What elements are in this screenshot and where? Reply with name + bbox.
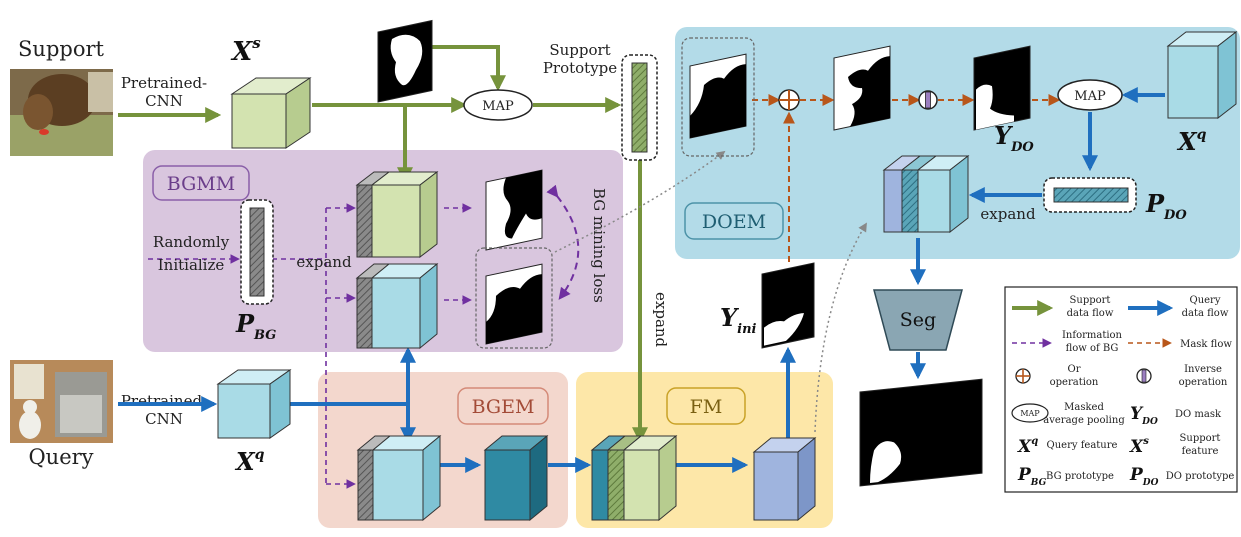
bgem-label-box xyxy=(457,387,549,425)
bgmm-label: BGMM xyxy=(167,173,235,195)
pretrained-cnn-support-line1: Pretrained- xyxy=(121,74,207,92)
expand-label-vertical: expand xyxy=(652,292,670,348)
legend-map-line1: Masked xyxy=(1064,402,1104,413)
pdo-label: PDO xyxy=(1145,189,1187,223)
legend-xs-symbol: Xs xyxy=(1129,436,1149,457)
bgmm-support-cube xyxy=(355,170,439,259)
bgem-label: BGEM xyxy=(472,396,535,418)
doem-label-box xyxy=(684,202,784,240)
legend-map-line2: average pooling xyxy=(1043,415,1125,426)
do-prototype xyxy=(1043,177,1137,213)
do-mask-image xyxy=(973,45,1031,131)
legend-query-flow-line2: data flow xyxy=(1182,308,1229,319)
bgmm-label-box xyxy=(152,165,250,201)
support-label: Support xyxy=(18,37,104,61)
initial-query-mask xyxy=(761,262,815,349)
fm-label: FM xyxy=(690,396,723,418)
bg-mask-2-group xyxy=(475,247,553,349)
legend-pbg-symbol: PBG xyxy=(1017,465,1047,488)
map-operation-doem xyxy=(1057,79,1123,111)
legend-xq-symbol: Xq xyxy=(1017,436,1038,457)
legend-mask-flow-label: Mask flow xyxy=(1180,339,1232,350)
legend-support-flow-line2: data flow xyxy=(1067,308,1114,319)
xq-label-doem: Xq xyxy=(1176,127,1207,156)
map-label-support: MAP xyxy=(482,99,514,114)
legend-query-flow-line1: Query xyxy=(1190,295,1221,306)
bg-prototype xyxy=(240,199,274,305)
expand-label-doem: expand xyxy=(980,205,1036,223)
inverse-operation-icon xyxy=(918,90,938,110)
legend-support-feature-line1: Support xyxy=(1180,433,1221,444)
pbg-label: PBG xyxy=(235,309,276,343)
legend-ydo-symbol: YDO xyxy=(1130,404,1158,427)
seg-label: Seg xyxy=(900,309,936,331)
randomly-initialize-line2: Initialize xyxy=(158,256,225,274)
support-prototype xyxy=(621,54,658,161)
mask-to-map-arrow xyxy=(432,45,506,92)
final-segmentation-output xyxy=(859,378,983,487)
legend-do-prototype-label: DO prototype xyxy=(1166,471,1235,482)
pretrained-cnn-query-line1: Pretrained- xyxy=(121,392,207,410)
bgmm-query-cube xyxy=(355,262,439,350)
legend-or-line2: operation xyxy=(1050,377,1099,388)
legend-map-icon-label: MAP xyxy=(1020,409,1040,418)
randomly-initialize-line1: Randomly xyxy=(153,233,230,251)
legend-or-line1: Or xyxy=(1068,364,1081,375)
query-feature-cube xyxy=(216,369,292,439)
map-label-doem: MAP xyxy=(1074,89,1106,104)
legend-inverse-icon xyxy=(1136,368,1152,384)
doem-bg-mask-group xyxy=(681,37,755,157)
xq-label-query: Xq xyxy=(234,447,265,476)
support-mask-image xyxy=(377,19,433,103)
or-operation-icon xyxy=(778,89,800,111)
query-image xyxy=(10,360,113,443)
legend-pdo-symbol: PDO xyxy=(1129,465,1159,488)
legend-support-flow-line1: Support xyxy=(1070,295,1111,306)
bgem-concat-cube xyxy=(356,434,442,522)
yini-label: Yini xyxy=(720,303,757,337)
doem-query-feature-cube xyxy=(1166,30,1238,120)
legend-inverse-line1: Inverse xyxy=(1184,364,1222,375)
map-operation-support xyxy=(463,89,533,121)
bg-mining-loss-arc xyxy=(546,184,580,300)
legend-support-feature-line2: feature xyxy=(1182,446,1219,457)
expand-label-bgmm: expand xyxy=(296,253,352,271)
legend-map-icon xyxy=(1011,403,1049,423)
xs-label: Xs xyxy=(230,34,261,67)
support-prototype-label-line2: Prototype xyxy=(543,59,617,77)
bg-mask-to-doem-connector xyxy=(554,150,726,253)
legend-query-feature-label: Query feature xyxy=(1047,440,1118,451)
pretrained-cnn-query-line2: CNN xyxy=(145,410,183,428)
combined-mask-image xyxy=(833,45,891,131)
query-label: Query xyxy=(28,445,93,469)
fm-to-doem-connector xyxy=(814,222,867,433)
legend-do-mask-label: DO mask xyxy=(1175,409,1222,420)
seg-head xyxy=(873,289,963,351)
support-feature-cube xyxy=(230,77,312,149)
fm-output-cube xyxy=(752,436,817,522)
pretrained-cnn-support-line2: CNN xyxy=(145,92,183,110)
legend-bg-prototype-label: BG prototype xyxy=(1046,471,1114,482)
fm-concat-cube xyxy=(590,434,678,522)
ydo-label: YDO xyxy=(994,121,1034,155)
doem-concat-cube xyxy=(882,154,970,234)
doem-label: DOEM xyxy=(702,211,766,233)
legend: Support data flow Query data flow Inform… xyxy=(1004,286,1238,493)
support-prototype-label-line1: Support xyxy=(549,41,610,59)
bg-mining-loss-label: BG mining loss xyxy=(590,188,608,303)
fm-label-box xyxy=(666,387,746,425)
support-image xyxy=(10,69,113,156)
legend-bg-flow-line1: Information xyxy=(1062,330,1123,341)
bgem-output-cube xyxy=(483,434,549,522)
bg-mask-1 xyxy=(485,169,543,251)
legend-or-icon xyxy=(1015,368,1031,384)
legend-bg-flow-line2: flow of BG xyxy=(1066,343,1119,354)
legend-inverse-line2: operation xyxy=(1179,377,1228,388)
